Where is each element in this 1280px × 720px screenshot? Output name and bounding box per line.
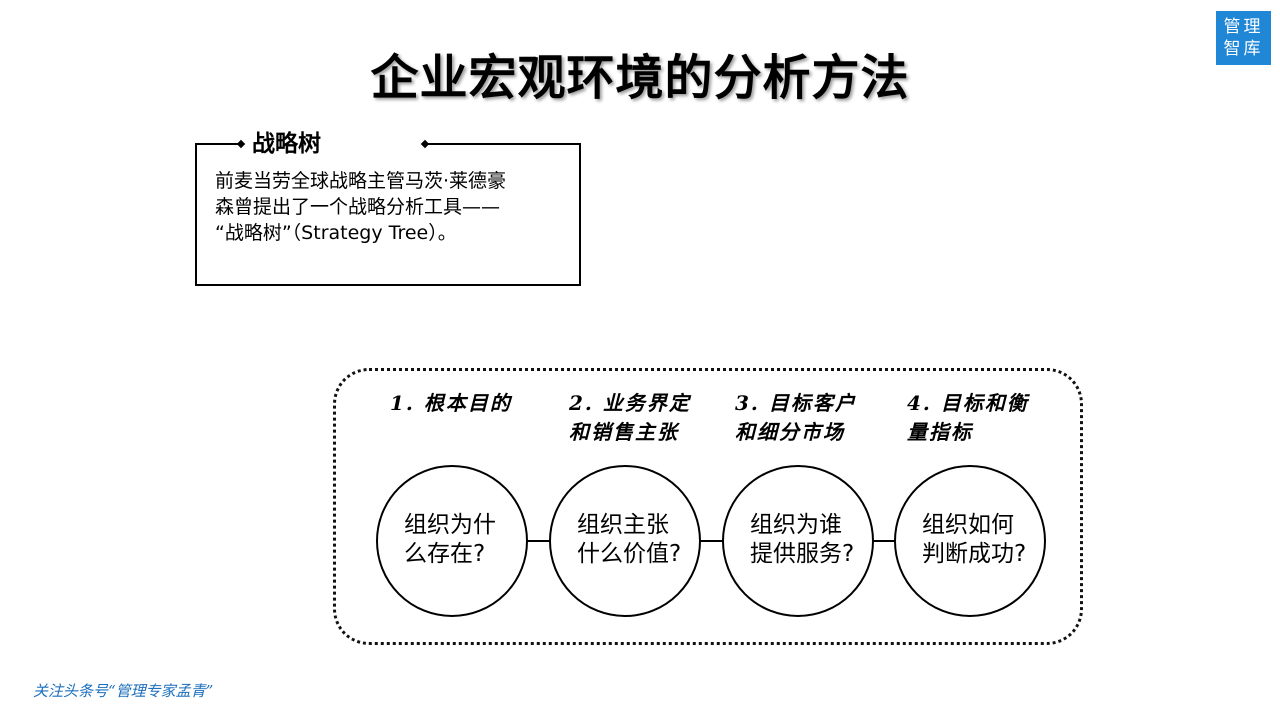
circle-line: 判断成功?: [922, 541, 1027, 567]
step-label-line: 2. 业务界定: [569, 391, 691, 415]
page-title: 企业宏观环境的分析方法: [370, 50, 910, 106]
strategy-line: “战略树”（Strategy Tree）。: [215, 222, 457, 244]
strategy-tree-panel: [333, 368, 1083, 645]
brand-logo: 管理 智库: [1216, 11, 1271, 65]
circle-text: 组织为谁 提供服务?: [750, 511, 870, 569]
circle-line: 组织为谁: [750, 512, 842, 538]
step-label-line: 3. 目标客户: [735, 391, 857, 415]
logo-line-2: 智库: [1223, 39, 1264, 59]
step-label-line: 和细分市场: [735, 420, 845, 444]
step-label-2: 2. 业务界定 和销售主张: [569, 389, 691, 447]
box-title-gap: [243, 140, 425, 148]
strategy-box-heading: 战略树: [252, 131, 321, 157]
step-circle-3: 组织为谁 提供服务?: [722, 465, 874, 617]
step-circle-1: 组织为什 么存在?: [376, 465, 528, 617]
strategy-line: 森曾提出了一个战略分析工具——: [215, 196, 501, 218]
circle-text: 组织主张 什么价值?: [577, 511, 697, 569]
logo-line-1: 管理: [1223, 17, 1264, 37]
step-label-3: 3. 目标客户 和细分市场: [735, 389, 857, 447]
step-label-line: 4. 目标和衡: [907, 391, 1029, 415]
circle-line: 什么价值?: [577, 541, 682, 567]
connector-line: [872, 540, 897, 542]
step-label-4: 4. 目标和衡 量指标: [907, 389, 1029, 447]
step-label-line: 量指标: [907, 420, 973, 444]
circle-line: 组织主张: [577, 512, 669, 538]
connector-line: [700, 540, 725, 542]
step-label-line: 1. 根本目的: [390, 391, 512, 415]
strategy-box-text: 前麦当劳全球战略主管马茨·莱德豪 森曾提出了一个战略分析工具—— “战略树”（S…: [215, 168, 565, 246]
step-label-1: 1. 根本目的: [390, 389, 512, 418]
circle-line: 组织如何: [922, 512, 1014, 538]
footer-credit: 关注头条号“管理专家孟青”: [33, 682, 214, 700]
step-label-line: 和销售主张: [569, 420, 679, 444]
circle-text: 组织为什 么存在?: [404, 511, 524, 569]
strategy-line: 前麦当劳全球战略主管马茨·莱德豪: [215, 170, 507, 192]
circle-line: 提供服务?: [750, 541, 855, 567]
circle-line: 么存在?: [404, 541, 486, 567]
step-circle-4: 组织如何 判断成功?: [894, 465, 1046, 617]
circle-text: 组织如何 判断成功?: [922, 511, 1042, 569]
circle-line: 组织为什: [404, 512, 496, 538]
step-circle-2: 组织主张 什么价值?: [549, 465, 701, 617]
connector-line: [527, 540, 552, 542]
